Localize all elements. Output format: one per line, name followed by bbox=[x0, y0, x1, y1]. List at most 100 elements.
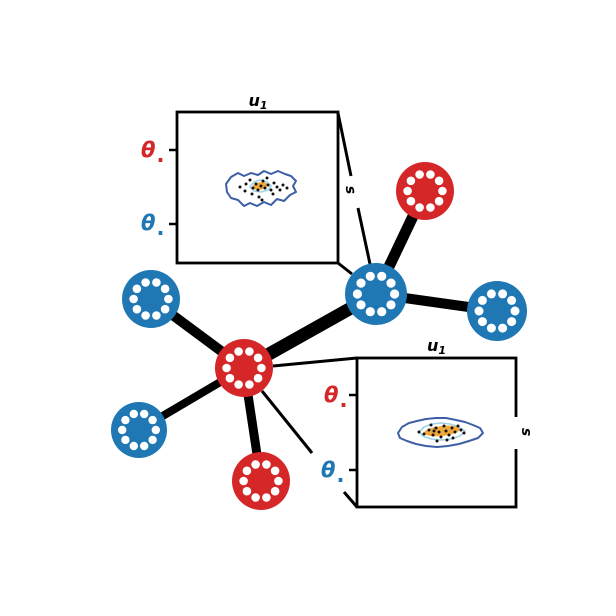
theta-symbol: θ bbox=[141, 211, 156, 235]
node-inner-dot bbox=[498, 323, 508, 333]
scatter-dot bbox=[431, 433, 435, 437]
node-inner-dot bbox=[251, 493, 260, 502]
node-inner-dot bbox=[253, 353, 263, 363]
node-inner-dot bbox=[415, 203, 424, 212]
node-inner-dot bbox=[262, 460, 271, 469]
node-inner-dot bbox=[251, 460, 260, 469]
node-inner-dot bbox=[129, 441, 138, 451]
top-inset-ytick-blue-label: θ. bbox=[141, 211, 164, 239]
scatter-dot bbox=[275, 185, 279, 189]
node-inner-dot bbox=[132, 284, 142, 294]
node-red-center bbox=[215, 339, 273, 397]
node-inner-dot bbox=[140, 441, 149, 451]
scatter-dot bbox=[257, 195, 261, 199]
theta-symbol: θ bbox=[321, 458, 336, 482]
scatter-dot bbox=[263, 186, 267, 190]
node-red-top-right bbox=[396, 162, 454, 220]
node-inner-dot bbox=[426, 203, 435, 212]
side-label-gap bbox=[511, 417, 522, 449]
node-inner-dot bbox=[164, 294, 173, 304]
bottom-inset-title-sub: 1 bbox=[438, 344, 447, 357]
scatter-dot bbox=[442, 424, 446, 428]
scatter-dot bbox=[422, 432, 426, 436]
scatter-dot bbox=[453, 430, 457, 434]
node-inner-dot bbox=[121, 415, 130, 425]
scatter-dot bbox=[451, 436, 455, 440]
node-inner-dot bbox=[352, 289, 362, 299]
node-inner-dot bbox=[151, 425, 160, 435]
top-inset-title: u1 bbox=[178, 93, 338, 112]
node-blue-right bbox=[467, 281, 527, 341]
node-inner-dot bbox=[225, 353, 235, 363]
scatter-dot bbox=[238, 185, 242, 189]
node-inner-dot bbox=[253, 373, 263, 383]
top-scatter-points bbox=[238, 176, 289, 202]
scatter-dot bbox=[261, 179, 265, 183]
blue-dot-subscript: . bbox=[336, 463, 345, 487]
bottom-scatter-points bbox=[417, 423, 466, 443]
node-inner-dot bbox=[507, 317, 517, 327]
node-circle bbox=[232, 452, 290, 510]
node-circle bbox=[122, 270, 180, 328]
top-inset-side-label: s bbox=[341, 184, 359, 196]
node-inner-dot bbox=[257, 363, 266, 373]
node-inner-dot bbox=[356, 300, 366, 310]
node-inner-dot bbox=[160, 304, 170, 314]
node-inner-dot bbox=[129, 294, 138, 304]
node-inner-dot bbox=[245, 380, 254, 389]
inset-boxes bbox=[169, 110, 522, 509]
bottom-inset-side-label: s bbox=[518, 427, 535, 437]
scatter-dot bbox=[269, 188, 273, 192]
bottom-inset-ytick-blue-label: θ. bbox=[321, 458, 344, 486]
scatter-dot bbox=[432, 429, 436, 433]
scatter-dot bbox=[427, 428, 431, 432]
scatter-dot bbox=[259, 184, 263, 188]
bottom-inset-title-base: u bbox=[426, 336, 439, 355]
node-inner-dot bbox=[274, 476, 283, 486]
scatter-dot bbox=[265, 176, 269, 180]
red-dot-subscript: . bbox=[156, 143, 165, 167]
top-inner-contour bbox=[249, 179, 272, 193]
node-inner-dot bbox=[270, 466, 280, 476]
scatter-dot bbox=[285, 186, 289, 190]
node-inner-dot bbox=[486, 289, 496, 299]
graph-nodes bbox=[111, 162, 527, 510]
callout-line-3 bbox=[337, 261, 353, 276]
scatter-dot bbox=[447, 433, 451, 437]
node-inner-dot bbox=[438, 186, 447, 196]
scatter-dot bbox=[266, 183, 270, 187]
scatter-dot bbox=[260, 198, 264, 202]
node-circle bbox=[345, 263, 407, 325]
node-inner-dot bbox=[386, 300, 396, 310]
scatter-dot bbox=[250, 192, 254, 196]
theta-symbol: θ bbox=[141, 138, 156, 162]
node-inner-dot bbox=[390, 289, 400, 299]
node-inner-dot bbox=[270, 486, 280, 496]
node-inner-dot bbox=[434, 176, 444, 186]
node-circle bbox=[215, 339, 273, 397]
bottom-outer-contour bbox=[397, 417, 484, 448]
node-inner-dot bbox=[118, 425, 127, 435]
scatter-dot bbox=[271, 192, 275, 196]
node-inner-dot bbox=[242, 486, 252, 496]
node-inner-dot bbox=[160, 284, 170, 294]
node-inner-dot bbox=[141, 311, 150, 320]
node-inner-dot bbox=[377, 307, 387, 317]
bottom-inset-title: u1 bbox=[357, 336, 516, 357]
node-circle bbox=[396, 162, 454, 220]
node-inner-dot bbox=[365, 271, 375, 281]
node-red-bottom bbox=[232, 452, 290, 510]
top-inset-title-sub: 1 bbox=[259, 99, 268, 112]
scatter-dot bbox=[281, 183, 285, 187]
scatter-dot bbox=[417, 430, 421, 434]
node-inner-dot bbox=[239, 476, 248, 486]
node-inner-dot bbox=[510, 306, 520, 316]
scatter-dot bbox=[251, 186, 255, 190]
node-inner-dot bbox=[152, 311, 161, 320]
inset-callout-lines bbox=[260, 112, 372, 508]
callout-line-4 bbox=[272, 356, 358, 368]
node-inner-dot bbox=[141, 278, 150, 287]
node-inner-dot bbox=[121, 435, 130, 445]
